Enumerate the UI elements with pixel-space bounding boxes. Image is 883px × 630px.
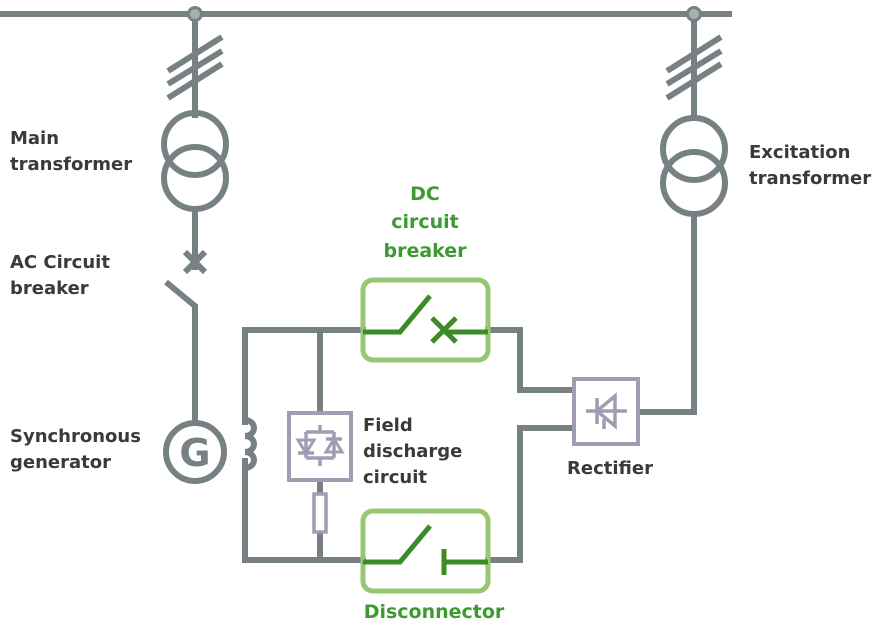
generator-symbol: G xyxy=(179,431,210,475)
label-field-discharge-line2: discharge xyxy=(363,441,462,462)
label-ac-circuit-breaker-line2: breaker xyxy=(10,278,89,299)
rectifier-icon xyxy=(572,377,640,446)
label-field-discharge-circuit: Field discharge circuit xyxy=(363,415,462,488)
label-excitation-transformer-line2: transformer xyxy=(749,168,871,189)
label-main-transformer-line1: Main xyxy=(10,128,59,149)
dc-circuit-breaker-icon xyxy=(360,277,491,363)
label-synchronous-generator: Synchronous generator xyxy=(10,426,141,473)
label-dc-circuit-breaker: DC circuit breaker xyxy=(383,183,467,262)
label-main-transformer-line2: transformer xyxy=(10,154,132,175)
label-field-discharge-line3: circuit xyxy=(363,467,427,488)
excitation-transformer-icon xyxy=(660,115,728,217)
field-circuit-wiring xyxy=(242,327,574,563)
generator-icon: G xyxy=(163,420,227,484)
label-ac-circuit-breaker-line1: AC Circuit xyxy=(10,252,110,273)
field-winding-icon xyxy=(244,417,257,471)
label-synchronous-generator-line2: generator xyxy=(10,452,111,473)
excitation-transformer-branch xyxy=(640,20,728,415)
label-main-transformer: Main transformer xyxy=(10,128,132,175)
field-discharge-circuit-icon xyxy=(287,411,353,534)
main-transformer-icon xyxy=(161,110,229,212)
busbar-node-right xyxy=(686,6,702,22)
disconnector-icon xyxy=(360,508,491,594)
ac-circuit-breaker-icon xyxy=(164,249,208,426)
label-ac-circuit-breaker: AC Circuit breaker xyxy=(10,252,110,299)
label-disconnector: Disconnector xyxy=(364,601,505,623)
discharge-resistor-icon xyxy=(312,492,328,534)
main-transformer-branch: G xyxy=(161,20,229,484)
label-field-discharge-line1: Field xyxy=(363,415,413,436)
three-phase-marker-icon xyxy=(166,34,224,101)
label-excitation-transformer: Excitation transformer xyxy=(749,142,871,189)
label-synchronous-generator-line1: Synchronous xyxy=(10,426,141,447)
label-dc-circuit-breaker-line1: DC xyxy=(410,183,440,205)
busbar xyxy=(0,6,732,22)
busbar-node-left xyxy=(187,6,203,22)
label-dc-circuit-breaker-line2: circuit xyxy=(391,211,459,233)
label-rectifier: Rectifier xyxy=(567,458,653,479)
label-dc-circuit-breaker-line3: breaker xyxy=(383,240,467,262)
three-phase-marker-icon xyxy=(665,34,723,101)
label-excitation-transformer-line1: Excitation xyxy=(749,142,850,163)
